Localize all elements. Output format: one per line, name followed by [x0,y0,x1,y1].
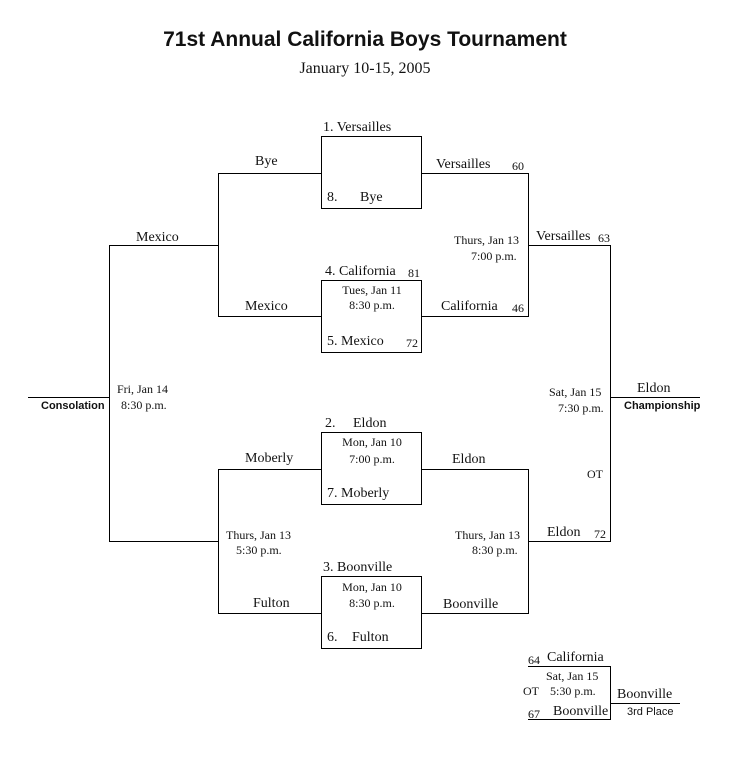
qf2-score: 46 [512,301,524,315]
seed-5: 5. Mexico [327,334,384,349]
third-place-label: 3rd Place [627,706,674,718]
sf1-winner: Versailles [536,229,591,244]
game-3-time: 7:00 p.m. [349,452,395,466]
cons-final-day: Fri, Jan 14 [117,382,168,396]
game-2-day: Tues, Jan 11 [342,283,402,297]
final-time: 7:30 p.m. [558,401,604,415]
third-team-a-score: 64 [528,653,540,667]
third-team-a: California [547,650,604,665]
cons-semi-time: 5:30 p.m. [236,543,282,557]
game-2-time: 8:30 p.m. [349,298,395,312]
third-ot: OT [523,684,539,698]
qf1-score: 60 [512,159,524,173]
cons-final-time: 8:30 p.m. [121,398,167,412]
seed-2-name: Eldon [353,416,387,431]
seed-4-score: 81 [408,266,420,280]
third-team-b: Boonville [553,704,609,719]
cons-final-bracket [109,245,218,542]
cons-top-winner: Mexico [136,230,179,245]
seed-5-score: 72 [406,336,418,350]
game-3-day: Mon, Jan 10 [342,435,402,449]
game-box-eldon-moberly [321,432,422,505]
game-box-versailles-bye [321,136,422,209]
qf2-winner: California [441,299,498,314]
seed-1: 1. Versailles [323,120,392,135]
third-place-bracket [528,666,611,720]
seed-3: 3. Boonville [323,560,393,575]
champion-name: Eldon [637,381,671,396]
cons-top-bracket [218,173,321,317]
seed-8-name: Bye [360,190,383,205]
qf3-winner: Eldon [452,452,486,467]
loser-1: Bye [255,154,278,169]
third-place-winner: Boonville [617,687,673,702]
tournament-dates: January 10-15, 2005 [299,60,431,77]
game-4-day: Mon, Jan 10 [342,580,402,594]
loser-2: Mexico [245,299,288,314]
third-team-b-score: 67 [528,707,540,721]
loser-4: Fulton [253,596,290,611]
seed-7: 7. Moberly [327,486,390,501]
seed-8: 8. [327,190,338,205]
sf1-score: 63 [598,231,610,245]
final-day: Sat, Jan 15 [549,385,602,399]
sf2-winner: Eldon [547,525,581,540]
game-box-boonville-fulton [321,576,422,649]
semi-top-day: Thurs, Jan 13 [454,233,519,247]
game-4-time: 8:30 p.m. [349,596,395,610]
third-time: 5:30 p.m. [550,684,596,698]
page-title: 71st Annual California Boys Tournament [163,28,567,51]
cons-semi-day: Thurs, Jan 13 [226,528,291,542]
seed-6-name: Fulton [352,630,389,645]
final-ot: OT [587,467,603,481]
third-day: Sat, Jan 15 [546,669,599,683]
qf1-winner: Versailles [436,157,491,172]
championship-label: Championship [624,400,701,412]
consolation-label: Consolation [41,400,105,412]
seed-6: 6. [327,630,338,645]
semi-top-time: 7:00 p.m. [471,249,517,263]
qf4-winner: Boonville [443,597,499,612]
cons-bottom-bracket [218,469,321,614]
final-bracket [528,245,611,542]
semi-bottom-time: 8:30 p.m. [472,543,518,557]
seed-2: 2. [325,416,336,431]
semi-bottom-day: Thurs, Jan 13 [455,528,520,542]
seed-4: 4. California [325,264,396,279]
loser-3: Moberly [245,451,294,466]
sf2-score: 72 [594,527,606,541]
